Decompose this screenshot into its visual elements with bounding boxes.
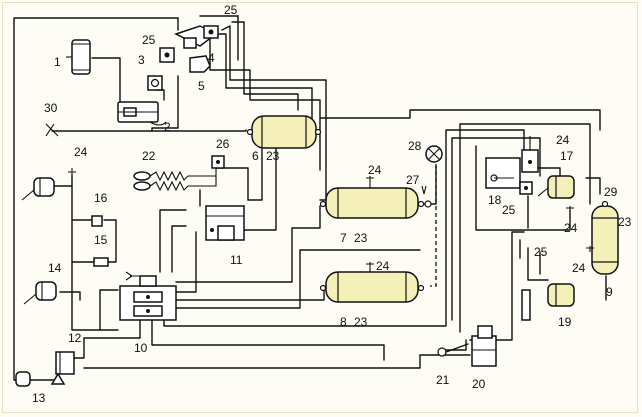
component-5-antifreeze — [189, 55, 211, 73]
gauge-25-a — [203, 25, 219, 39]
component-15-sensor — [93, 257, 109, 267]
component-11-valve — [205, 205, 245, 241]
label-2: 2 — [164, 120, 171, 134]
label-16: 16 — [94, 191, 108, 205]
drain-valves-24 — [68, 136, 594, 272]
label-17: 17 — [560, 149, 574, 163]
label-23-a: 23 — [266, 149, 280, 163]
label-19: 19 — [558, 315, 572, 329]
component-30-drain — [45, 123, 59, 137]
label-15: 15 — [94, 233, 108, 247]
label-24-a: 24 — [368, 163, 382, 177]
tank-6 — [246, 115, 322, 149]
component-right-chamber — [537, 175, 575, 199]
label-10: 10 — [134, 341, 148, 355]
label-23-d: 23 — [618, 215, 632, 229]
component-12-chamber — [55, 351, 75, 375]
gauge-26 — [211, 155, 225, 169]
component-2-compressor — [117, 101, 167, 126]
label-24-e: 24 — [564, 221, 578, 235]
component-10-brake-valve — [119, 271, 177, 321]
gauge-25-b — [159, 47, 175, 63]
label-23-b: 23 — [354, 231, 368, 245]
component-14-chamber — [23, 281, 57, 305]
label-12: 12 — [68, 331, 82, 345]
label-25-d: 25 — [534, 245, 548, 259]
pipe-lines — [13, 15, 607, 381]
label-30: 30 — [44, 101, 58, 115]
label-21: 21 — [436, 373, 450, 387]
label-24-c: 24 — [74, 145, 88, 159]
diagram-border — [2, 2, 638, 413]
label-5: 5 — [198, 79, 205, 93]
gauge-25-c — [519, 181, 533, 195]
component-left-chamber — [21, 177, 55, 201]
gauge-28 — [425, 145, 443, 163]
label-20: 20 — [472, 377, 486, 391]
label-24-b: 24 — [376, 259, 390, 273]
component-20-valve — [471, 325, 497, 367]
label-28: 28 — [408, 139, 422, 153]
label-9: 9 — [606, 285, 613, 299]
label-25-c: 25 — [502, 203, 516, 217]
component-18-valve — [485, 157, 521, 189]
component-13-chamber — [15, 371, 66, 387]
label-3: 3 — [138, 53, 145, 67]
label-29: 29 — [604, 185, 618, 199]
label-14: 14 — [48, 261, 62, 275]
label-18: 18 — [488, 193, 502, 207]
label-13: 13 — [32, 391, 46, 405]
component-3-regulator — [147, 75, 163, 91]
label-24-f: 24 — [572, 261, 586, 275]
component-19-chamber — [521, 283, 575, 321]
label-23-c: 23 — [354, 315, 368, 329]
label-27: 27 — [406, 173, 420, 187]
label-25-a: 25 — [224, 3, 238, 17]
label-7: 7 — [340, 231, 347, 245]
component-22-coupling — [133, 168, 217, 192]
label-24-d: 24 — [556, 133, 570, 147]
label-8: 8 — [340, 315, 347, 329]
tank-9 — [591, 200, 619, 275]
component-21-lever — [437, 343, 469, 357]
label-1: 1 — [54, 55, 61, 69]
component-27-valve — [421, 185, 432, 208]
label-4: 4 — [208, 51, 215, 65]
tank-8 — [319, 271, 425, 303]
label-22: 22 — [142, 149, 156, 163]
label-26: 26 — [216, 137, 230, 151]
tank-7 — [319, 187, 425, 219]
label-25-b: 25 — [142, 33, 156, 47]
label-11: 11 — [230, 253, 243, 267]
label-6: 6 — [252, 149, 259, 163]
component-16-valve — [91, 215, 103, 227]
component-1-chamber — [66, 39, 91, 75]
component-17-valve — [521, 140, 539, 173]
